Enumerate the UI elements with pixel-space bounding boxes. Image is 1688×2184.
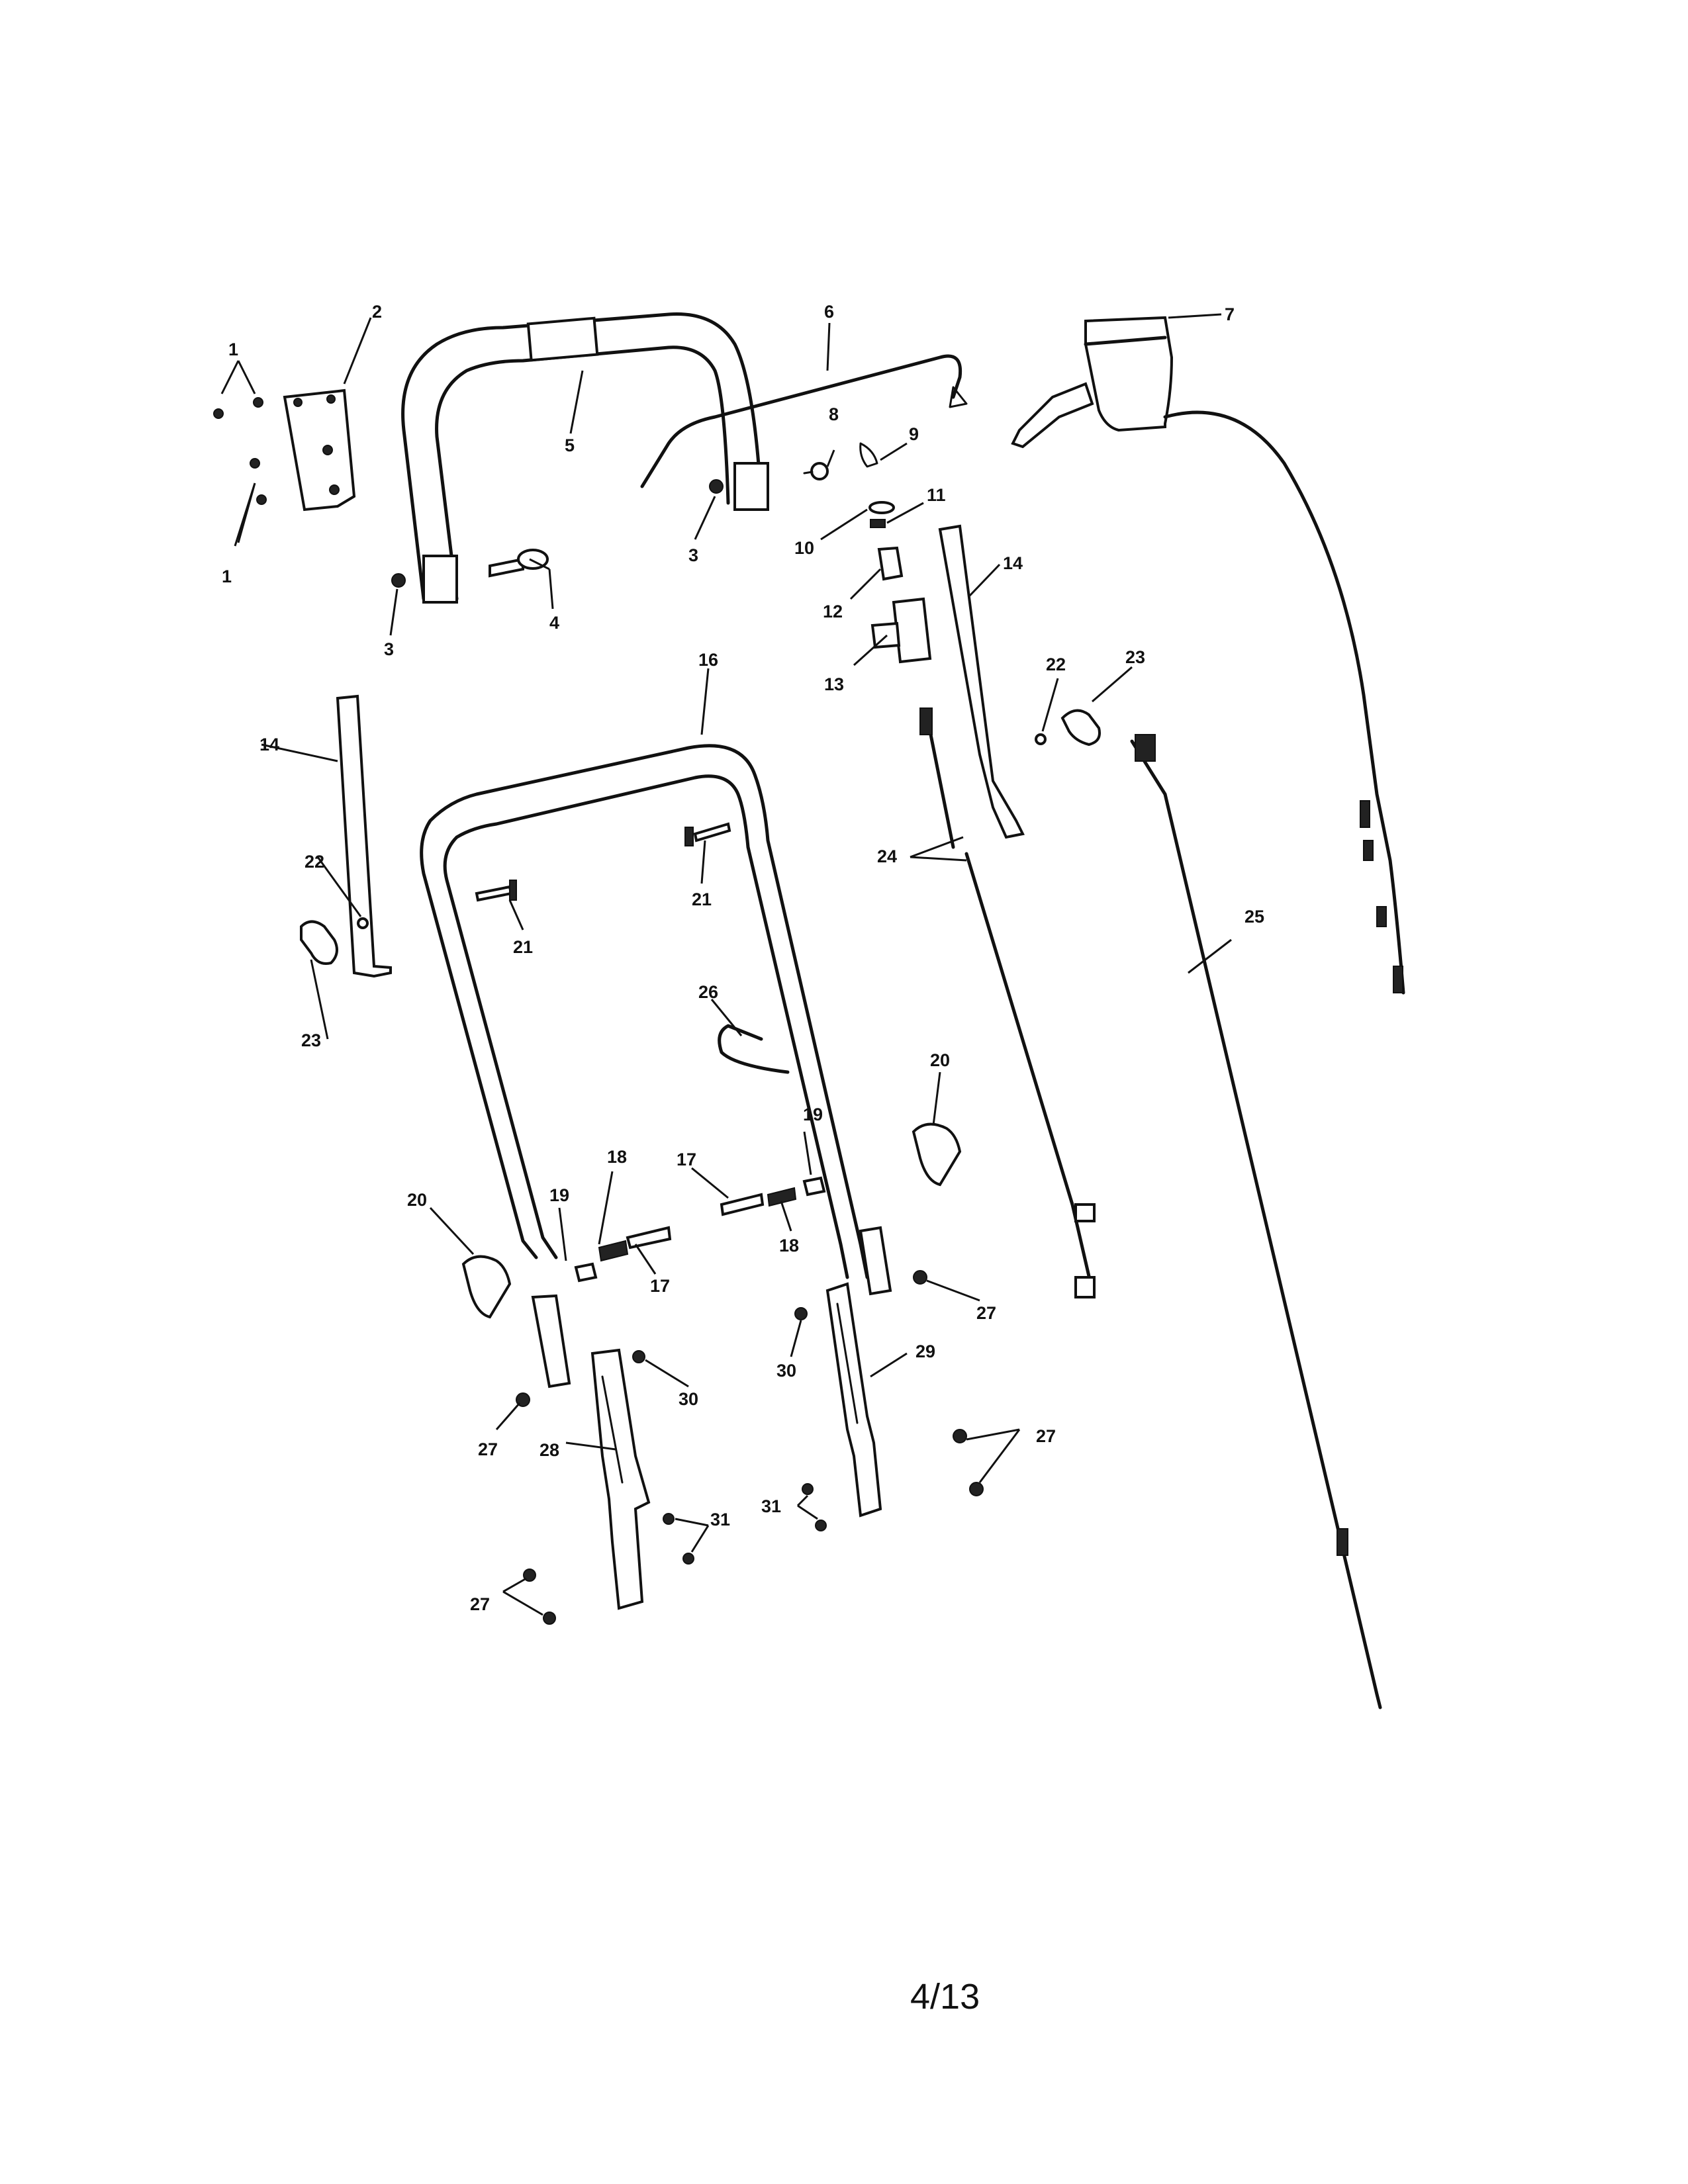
callout: 28 <box>539 1440 559 1460</box>
callout: 11 <box>927 485 946 505</box>
callout: 13 <box>824 674 844 694</box>
callout: 26 <box>698 982 718 1002</box>
callout: 23 <box>1125 647 1145 667</box>
callout: 22 <box>1046 655 1066 674</box>
callout: 10 <box>794 538 814 558</box>
callout: 3 <box>384 639 394 659</box>
callout: 1 <box>222 567 232 586</box>
throttle-wire <box>640 354 962 488</box>
callout: 14 <box>259 735 279 754</box>
handle-panel-left <box>336 694 392 978</box>
callout: 27 <box>470 1594 490 1614</box>
callout: 14 <box>1003 553 1023 573</box>
callout: 17 <box>650 1276 670 1296</box>
callout-labels: 1 1 2 3 3 4 5 6 7 8 9 10 11 12 13 14 14 … <box>222 302 1264 1614</box>
page-number: 4/13 <box>910 1977 980 2017</box>
callout: 2 <box>372 302 382 322</box>
leader-lines <box>220 313 1232 1616</box>
control-bail-box <box>1011 316 1405 995</box>
callout: 29 <box>915 1342 935 1361</box>
callout: 30 <box>776 1361 796 1381</box>
callout: 5 <box>565 435 575 455</box>
callout: 12 <box>823 602 843 621</box>
upper-handle <box>401 312 769 604</box>
hardware-top <box>213 388 932 664</box>
callout: 27 <box>478 1439 498 1459</box>
callout: 9 <box>909 424 919 444</box>
drive-cable <box>1130 739 1382 1709</box>
callout: 20 <box>930 1050 950 1070</box>
callout: 7 <box>1225 304 1235 324</box>
callout: 17 <box>677 1150 696 1169</box>
callout: 3 <box>688 545 698 565</box>
callout: 25 <box>1244 907 1264 927</box>
callout: 30 <box>679 1389 698 1409</box>
callout: 31 <box>761 1496 781 1516</box>
callout: 4 <box>549 613 559 633</box>
brake-cables <box>919 707 1096 1298</box>
callout: 22 <box>305 852 324 872</box>
lower-bracket-28 <box>590 1348 651 1610</box>
callout: 1 <box>228 340 238 359</box>
callout: 19 <box>549 1185 569 1205</box>
callout: 27 <box>1036 1426 1056 1446</box>
callout: 23 <box>301 1030 321 1050</box>
lower-handle <box>420 744 892 1388</box>
callout: 18 <box>779 1236 799 1255</box>
callout: 21 <box>692 889 712 909</box>
handle-panel-right <box>938 524 1025 839</box>
callout: 18 <box>607 1147 627 1167</box>
callout: 31 <box>710 1510 730 1529</box>
callout: 21 <box>513 937 533 957</box>
callout: 27 <box>976 1303 996 1323</box>
callout: 24 <box>877 846 897 866</box>
callout: 16 <box>698 650 718 670</box>
callout: 6 <box>824 302 834 322</box>
callout: 20 <box>407 1190 427 1210</box>
callout: 8 <box>829 404 839 424</box>
callout: 19 <box>803 1105 823 1124</box>
